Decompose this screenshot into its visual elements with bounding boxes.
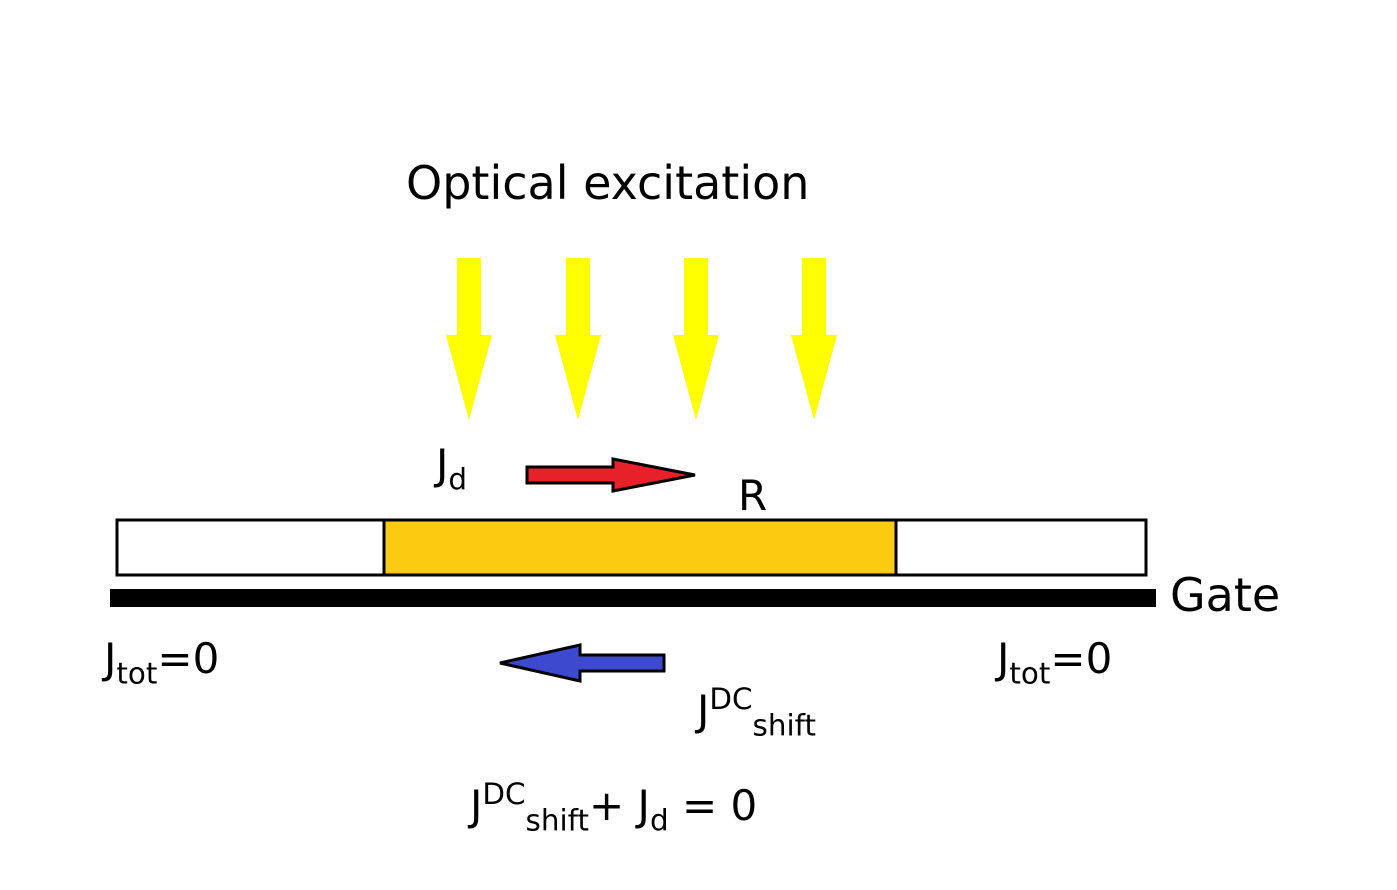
jtot-right-symbol: J <box>997 634 1010 683</box>
eq-equals-zero: = 0 <box>668 781 758 830</box>
eq-shift-superscript: DC <box>482 776 526 811</box>
channel-left-segment <box>115 518 386 577</box>
jshift-subscript: shift <box>752 708 817 743</box>
jtot-left-symbol: J <box>104 634 117 683</box>
drift-current-arrow <box>525 457 696 493</box>
balance-equation: JDCshift+ Jd = 0 <box>470 779 757 835</box>
channel-right-segment <box>894 518 1148 577</box>
resistance-label: R <box>738 471 768 520</box>
jd-subscript: d <box>448 462 468 497</box>
diagram-title: Optical excitation <box>406 156 810 210</box>
jtot-right-value: =0 <box>1050 634 1113 683</box>
eq-shift-symbol: J <box>470 781 483 830</box>
excitation-arrow-1 <box>446 258 492 420</box>
shift-current-label: JDCshift <box>697 684 816 740</box>
jshift-symbol: J <box>697 686 710 735</box>
total-current-left-label: Jtot=0 <box>104 638 219 688</box>
jshift-superscript: DC <box>709 681 753 716</box>
gate-electrode <box>110 589 1156 607</box>
eq-shift-subscript: shift <box>525 803 590 838</box>
eq-jd-subscript: d <box>649 803 669 838</box>
eq-plus-jd: + J <box>589 781 650 830</box>
drift-current-label: Jd <box>436 444 467 494</box>
excitation-arrow-3 <box>673 258 719 420</box>
jtot-left-value: =0 <box>157 634 220 683</box>
total-current-right-label: Jtot=0 <box>997 638 1112 688</box>
optical-excitation-arrows <box>446 258 837 420</box>
jd-symbol: J <box>436 440 449 489</box>
shift-current-arrow <box>499 643 666 683</box>
excitation-arrow-4 <box>791 258 837 420</box>
jtot-left-subscript: tot <box>116 656 158 691</box>
active-region <box>382 518 898 577</box>
jtot-right-subscript: tot <box>1009 656 1051 691</box>
excitation-arrow-2 <box>555 258 601 420</box>
gate-label: Gate <box>1170 568 1281 622</box>
